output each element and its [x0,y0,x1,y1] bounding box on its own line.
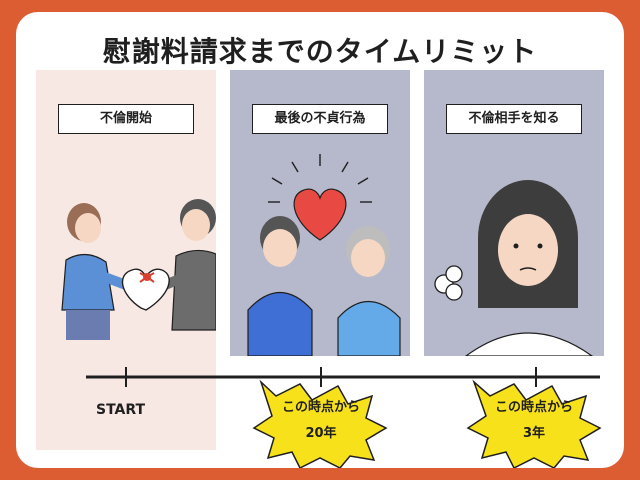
panel-know-partner: 不倫相手を知る [424,70,604,356]
marker-1-text: この時点から 20年 [261,395,381,447]
marker-1-line1: この時点から [281,400,360,415]
couple-gift-illustration [61,199,216,340]
timeline-start-label: START [96,402,146,418]
infographic-card: 慰謝料請求までのタイムリミット 不倫開始 最後の不貞行為 [16,12,624,468]
panel-last-infidelity: 最後の不貞行為 [230,70,410,356]
panel-label: 不倫相手を知る [446,104,582,134]
marker-2-line2: 3年 [522,426,546,441]
timeline [86,367,602,468]
marker-1-line2: 20年 [305,426,337,441]
panel-label: 最後の不貞行為 [252,104,388,134]
couple-heart-illustration [247,154,401,356]
sigh-icon [434,265,463,301]
marker-2-line1: この時点から [494,400,573,415]
panel-label: 不倫開始 [58,104,194,134]
burst-marker-2 [466,379,602,468]
page-title: 慰謝料請求までのタイムリミット [102,35,538,68]
panel-affair-start: 不倫開始 [36,70,216,450]
burst-marker-1 [252,379,388,468]
heart-icon [293,188,347,241]
marker-2-text: この時点から 3年 [474,395,594,447]
worried-woman-illustration [434,180,594,356]
